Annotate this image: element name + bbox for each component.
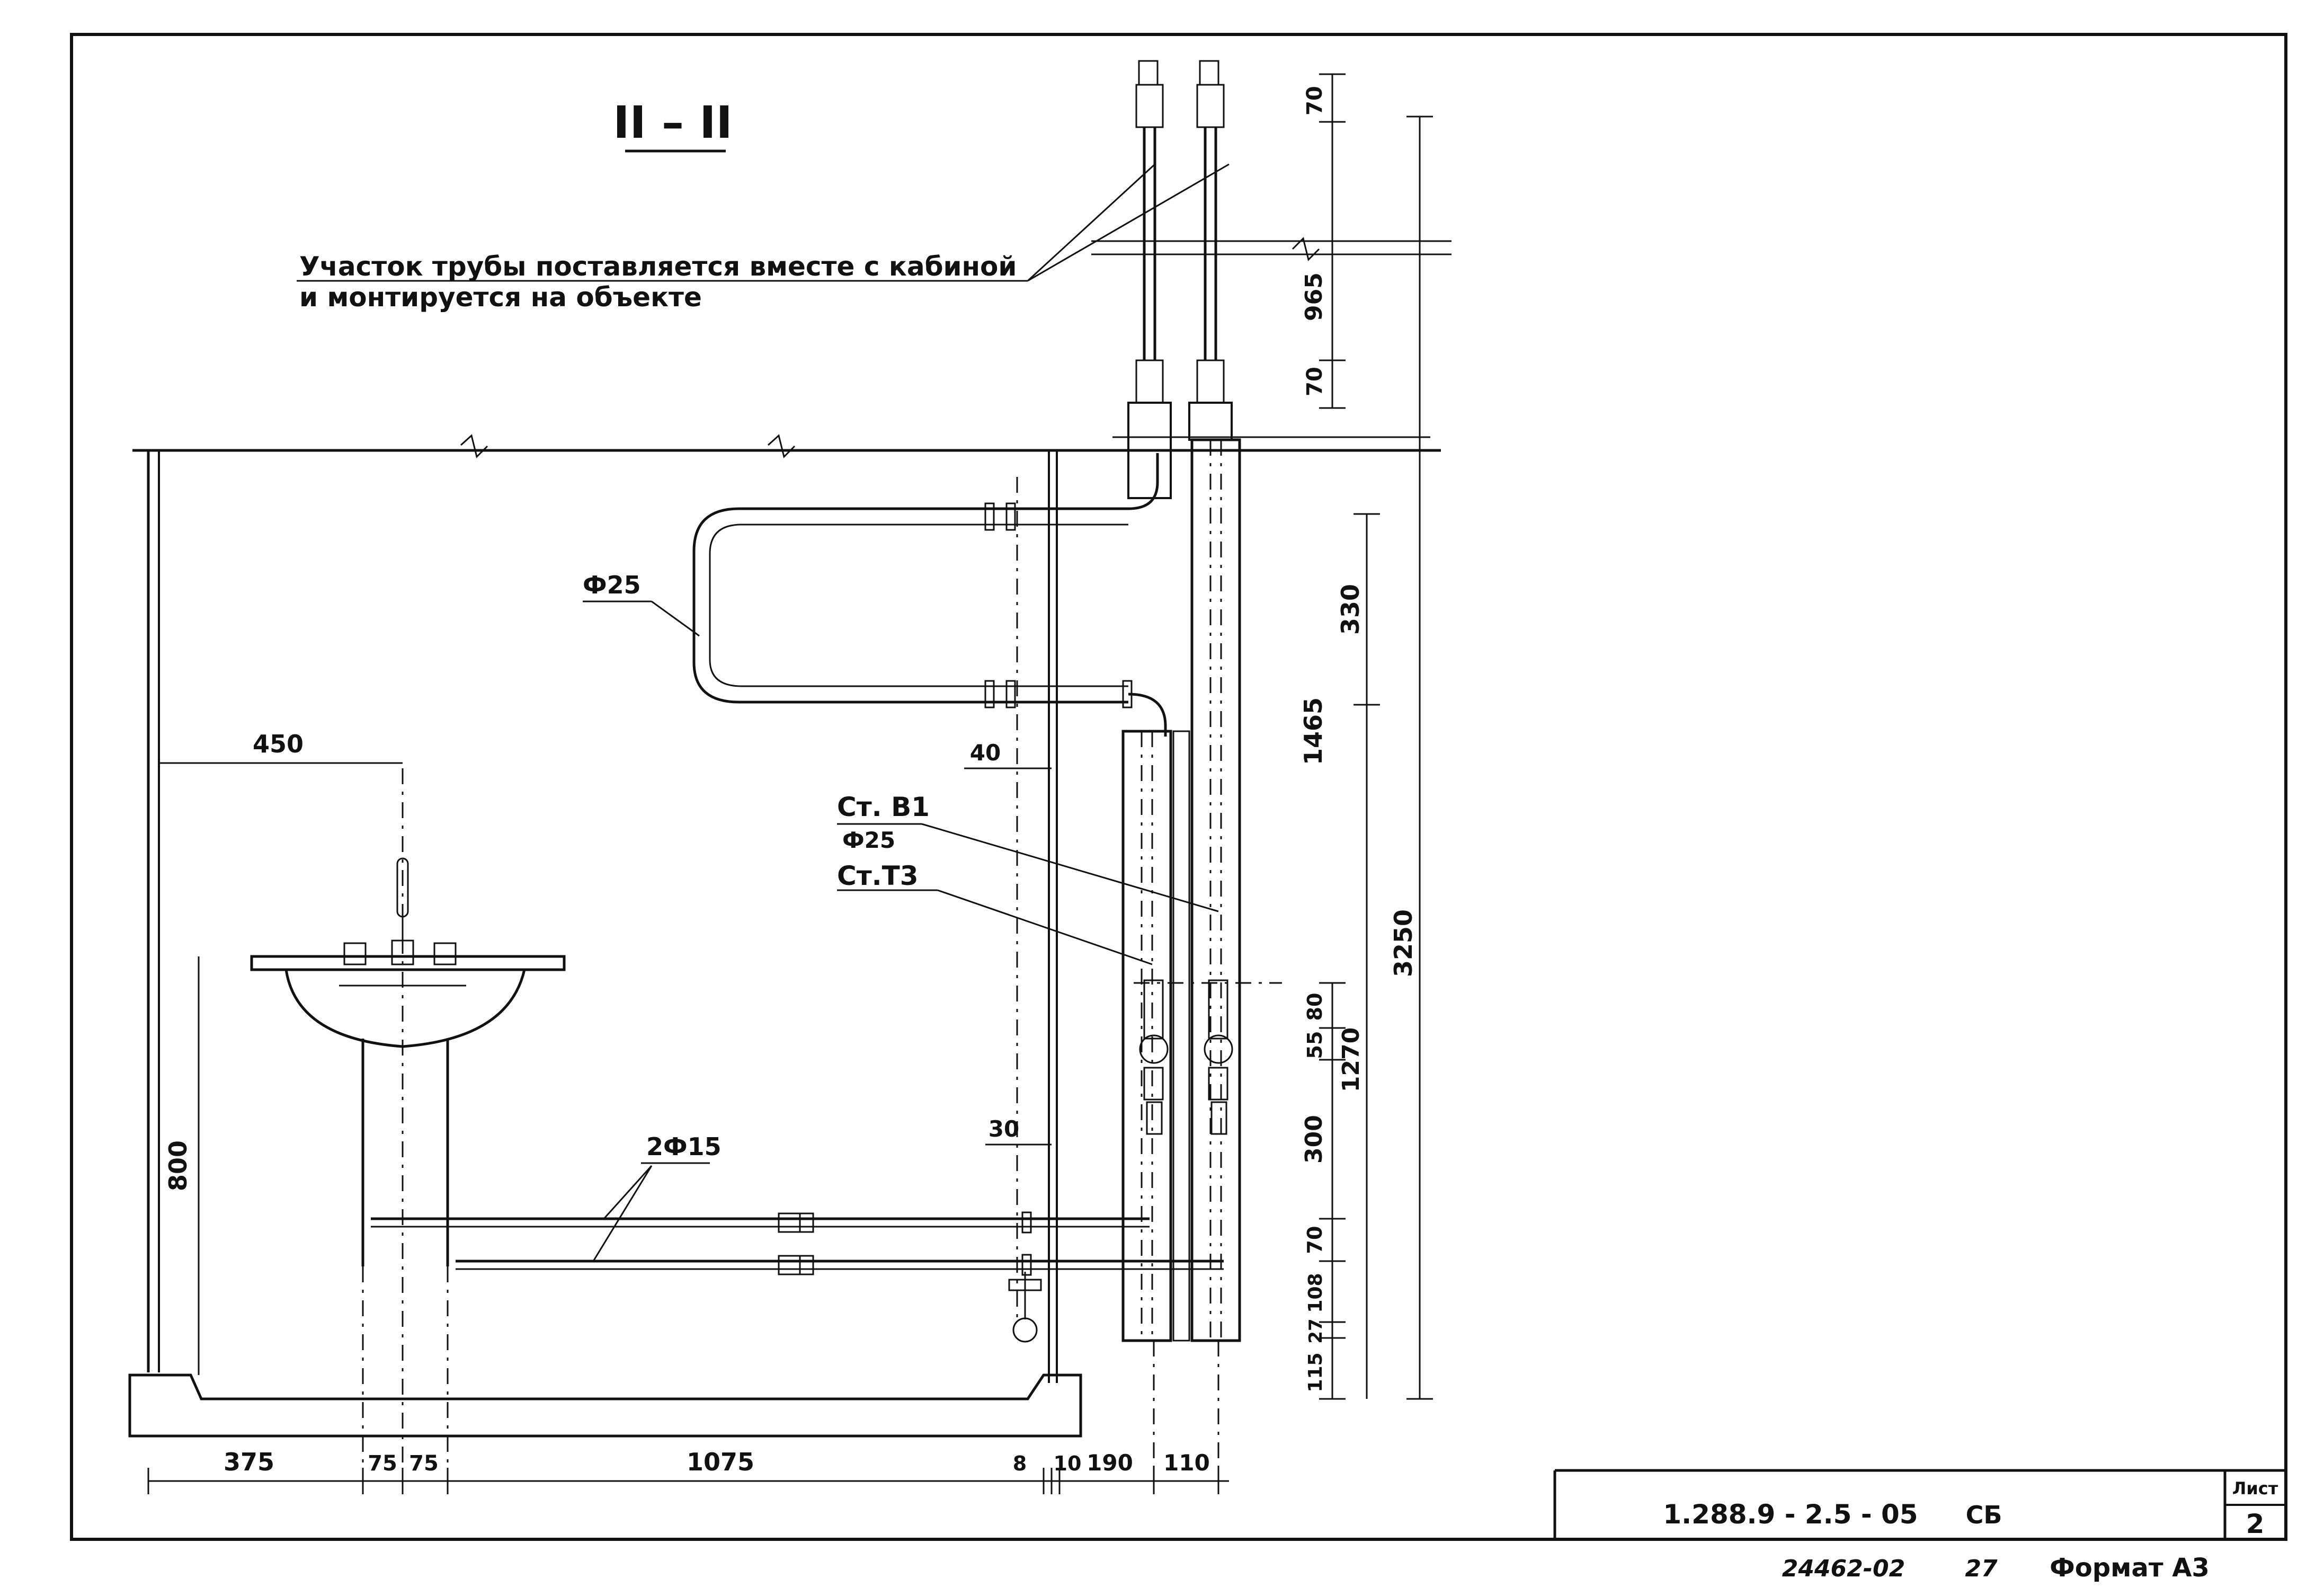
label-riser-b1: Ст. В1 xyxy=(837,792,930,822)
title-block xyxy=(1553,1469,2286,1539)
dim-30: 30 xyxy=(989,1116,1019,1142)
u-loop-top-elbow xyxy=(1128,453,1159,510)
title-sheet-label: Лист xyxy=(2232,1478,2278,1499)
label-riser-b1-diameter: Ф25 xyxy=(842,827,895,853)
section-title: II – II xyxy=(613,96,733,148)
leader-pipe-d25-2 xyxy=(651,600,700,637)
leader-riser-b1 xyxy=(921,823,1219,912)
u-loop-flange-top-2 xyxy=(1005,502,1016,531)
dim-right-55: 55 xyxy=(1303,1031,1326,1059)
dim-right-3250: 3250 xyxy=(1389,909,1418,977)
note-line-2: и монтируется на объекте xyxy=(299,282,702,313)
u-loop-pipe-d25 xyxy=(692,507,1128,704)
dim-right-330: 330 xyxy=(1336,584,1365,635)
leader-2d15-2 xyxy=(603,1165,653,1220)
u-loop-flange-bottom-2 xyxy=(1005,680,1016,708)
riser-right-top xyxy=(1188,60,1233,441)
dim-bottom-75b: 75 xyxy=(409,1451,439,1476)
dim-ticks-right xyxy=(1319,73,1433,1400)
footer-number: 24462-02 xyxy=(1782,1555,1905,1582)
label-riser-t3: Ст.Т3 xyxy=(837,861,919,891)
u-loop-flange-top-1 xyxy=(984,502,995,531)
dim-bottom-110: 110 xyxy=(1163,1450,1210,1476)
dim-right-80: 80 xyxy=(1303,993,1326,1021)
riser-b1-main xyxy=(1190,438,1241,1342)
riser-t3-main xyxy=(1121,730,1172,1342)
water-meter-b1 xyxy=(1204,979,1233,1135)
leader-riser-t3 xyxy=(937,889,1153,965)
title-sheet-number: 2 xyxy=(2246,1509,2265,1539)
ceiling-break-1 xyxy=(460,434,488,458)
dim-bottom-1075: 1075 xyxy=(687,1448,754,1476)
dim-ticks-bottom xyxy=(147,1468,1219,1494)
dim-bottom-375: 375 xyxy=(224,1448,274,1476)
upper-slab-break xyxy=(1292,237,1320,261)
ceiling-break-2 xyxy=(767,434,796,458)
dim-right-1270: 1270 xyxy=(1338,1027,1365,1092)
u-loop-flange-bottom-3 xyxy=(1122,680,1133,708)
u-loop-pipe-d25-inner xyxy=(709,524,1128,687)
dim-800: 800 xyxy=(164,1140,192,1191)
dim-right-27: 27 xyxy=(1305,1318,1326,1343)
dim-450: 450 xyxy=(253,730,304,758)
footer-format: Формат А3 xyxy=(2050,1553,2210,1583)
label-pipes-2d15: 2Ф15 xyxy=(646,1132,722,1161)
riser-sleeve-middle xyxy=(1172,730,1190,1342)
footer-page: 27 xyxy=(1965,1555,1998,1582)
drawing-frame xyxy=(70,33,2287,1541)
dim-bottom-10: 10 xyxy=(1054,1452,1082,1475)
u-loop-flange-bottom-1 xyxy=(984,680,995,708)
washbasin xyxy=(250,857,566,1048)
label-pipe-d25: Ф25 xyxy=(583,571,641,599)
dim-right-70-bottom: 70 xyxy=(1303,367,1327,396)
dim-bottom-8: 8 xyxy=(1013,1452,1027,1475)
note-line-1: Участок трубы поставляется вместе с каби… xyxy=(299,251,1017,282)
dim-bottom-75a: 75 xyxy=(368,1451,397,1476)
floor-tray xyxy=(128,1373,1082,1438)
title-code: 1.288.9 - 2.5 - 05 xyxy=(1663,1499,1918,1530)
leader-2d15-1 xyxy=(592,1165,653,1262)
note-leader-1 xyxy=(1027,163,1156,282)
dim-bottom-190: 190 xyxy=(1087,1450,1133,1476)
dim-right-965: 965 xyxy=(1301,272,1328,321)
dim-right-1465: 1465 xyxy=(1299,697,1328,765)
dim-right-70-lower: 70 xyxy=(1303,1226,1326,1254)
title-suffix: СБ xyxy=(1966,1501,2002,1529)
u-loop-bottom-elbow xyxy=(1128,693,1167,737)
drain-valve xyxy=(1008,1272,1042,1343)
dim-right-108: 108 xyxy=(1305,1273,1326,1313)
horizontal-pipes-2d15 xyxy=(371,1211,1224,1276)
note-leader-2 xyxy=(1027,163,1230,282)
dim-right-115: 115 xyxy=(1305,1352,1326,1392)
dim-right-70-top: 70 xyxy=(1303,86,1327,116)
water-meter-t3 xyxy=(1139,979,1169,1135)
dim-right-300: 300 xyxy=(1301,1115,1328,1164)
dim-40: 40 xyxy=(970,740,1001,766)
riser-left-top xyxy=(1127,60,1172,499)
